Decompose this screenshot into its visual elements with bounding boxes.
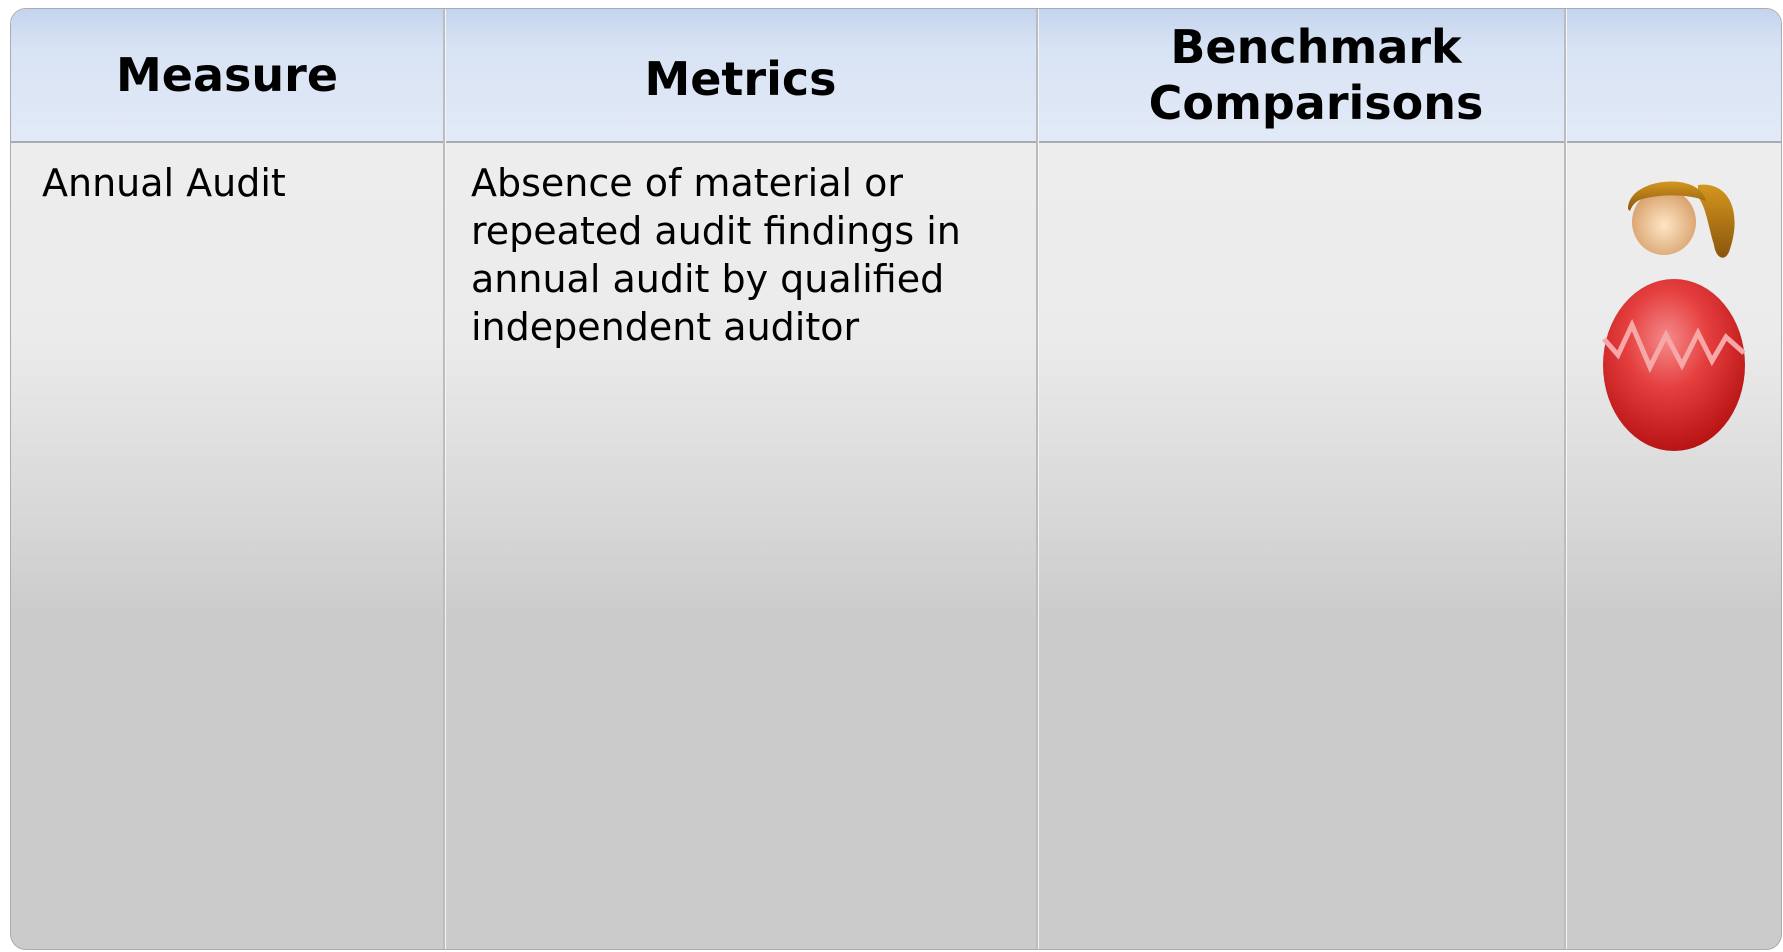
- person-figure-icon: [1602, 181, 1746, 451]
- header-blank: [1566, 9, 1781, 141]
- header-benchmark-comparisons: Benchmark Comparisons: [1148, 20, 1484, 130]
- header-measure: Measure: [115, 48, 339, 102]
- cell-metrics: Absence of material or repeated audit fi…: [471, 161, 961, 349]
- column-divider: [443, 9, 445, 949]
- column-divider: [1564, 9, 1566, 949]
- cell-measure: Annual Audit: [42, 161, 286, 205]
- header-metrics: Metrics: [644, 52, 837, 106]
- column-divider: [1036, 9, 1038, 949]
- table-header-row: [11, 9, 1781, 143]
- data-table: Measure Metrics Benchmark Comparisons An…: [10, 8, 1782, 950]
